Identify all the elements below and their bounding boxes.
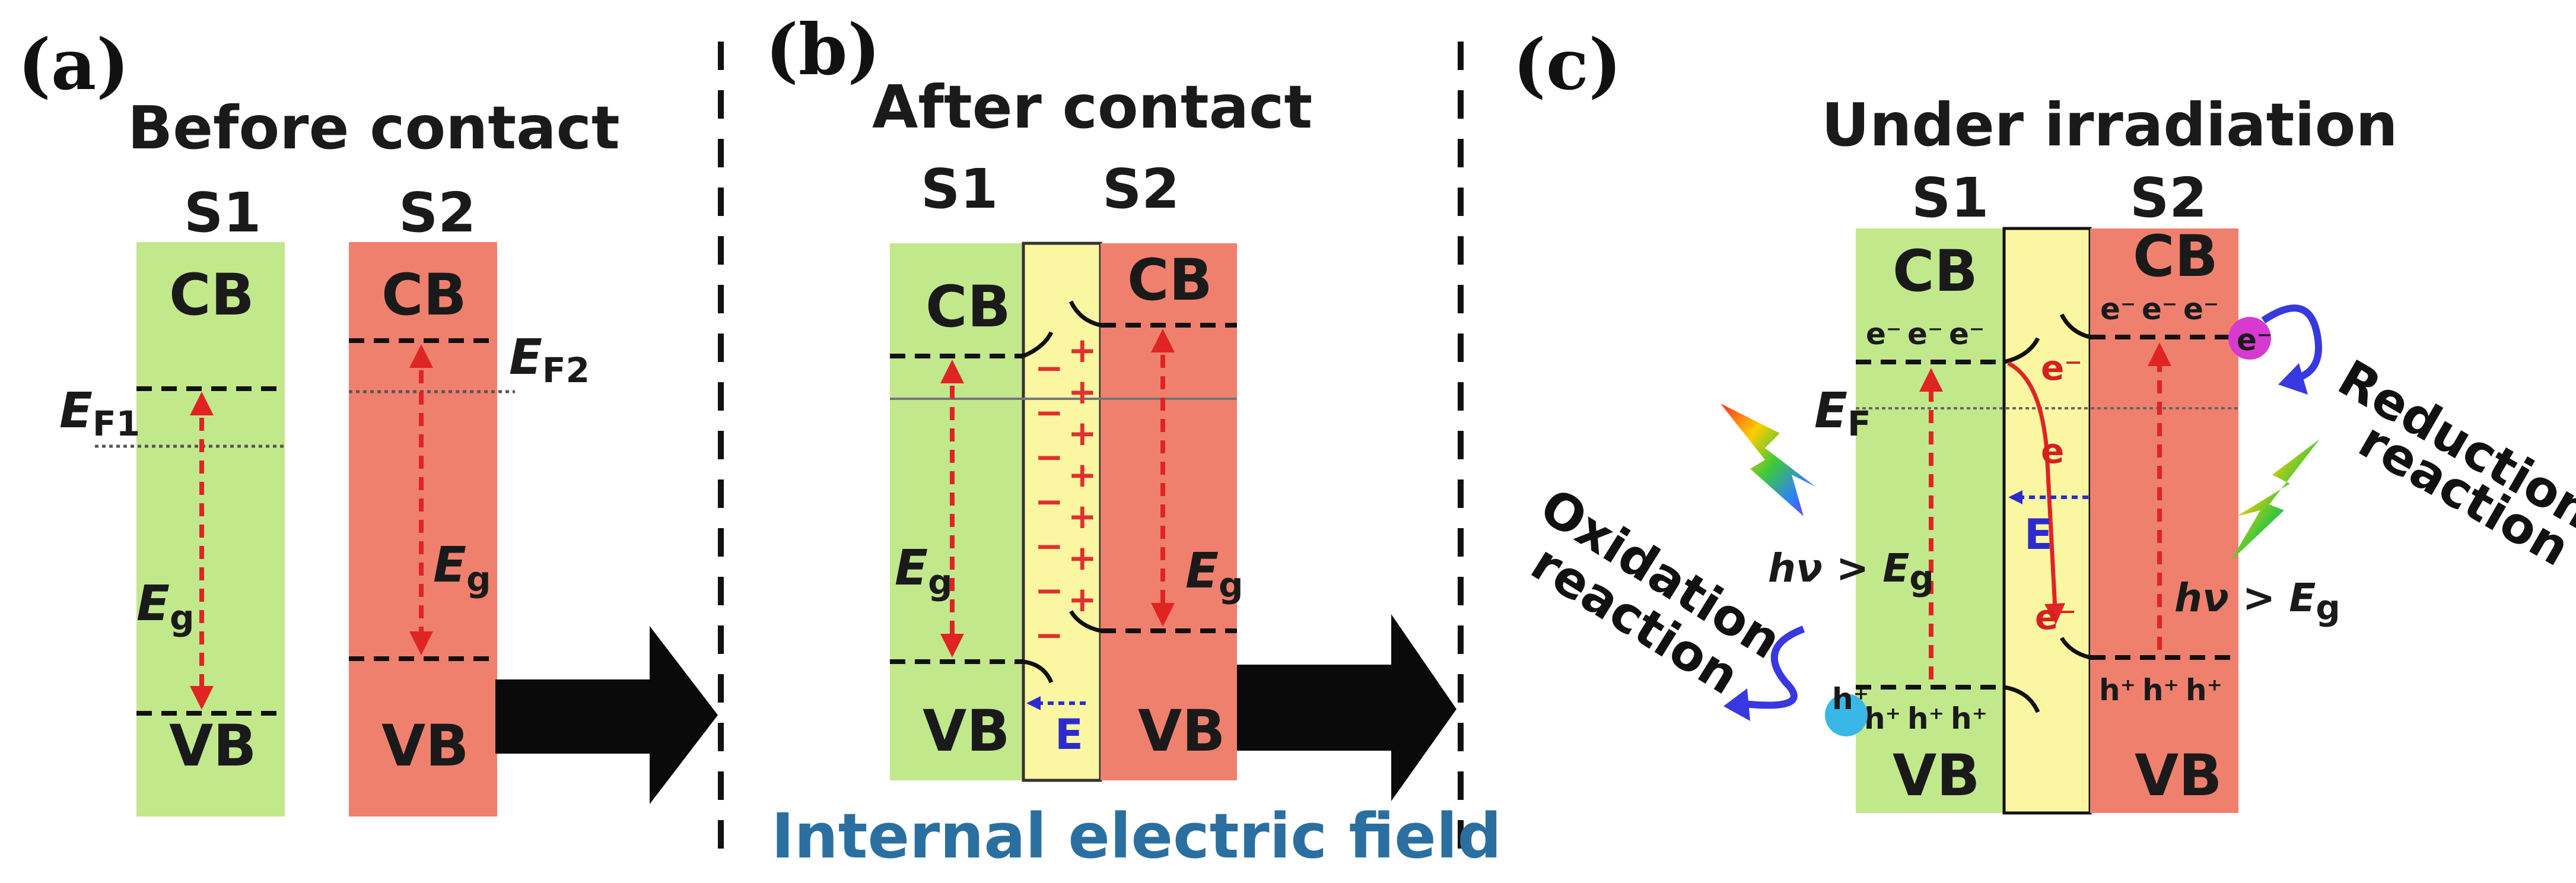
panel-a-s1-label: S1 [184, 181, 261, 244]
panel-b-s1-eg-label: Eg [895, 540, 953, 602]
panel-a-s2-vb: VB [381, 713, 469, 779]
panel-c-s1-cb: CB [1893, 238, 1978, 304]
panel-c-field-label: E [2024, 510, 2053, 559]
panel-c-hole-reactant [1825, 694, 1868, 736]
panel-b-field-label: E [1055, 710, 1083, 759]
panel-b-s2-cb-bend [1068, 300, 1101, 328]
panel-c-s2-hole: h⁺ [2186, 673, 2222, 707]
panel-c-s2-vb-bend [2059, 637, 2091, 660]
panel-b-s2-label: S2 [1102, 157, 1179, 221]
panel-c-s1-hole: h⁺ [1951, 701, 1987, 736]
panel-b-s2-eg-label: Eg [1185, 543, 1244, 605]
panel-c-s2-label: S2 [2130, 166, 2207, 230]
panel-c-junction [2002, 227, 2092, 815]
panel-c-s2-electron: e⁻ [2142, 292, 2177, 326]
panel-c-s2-vb: VB [2135, 742, 2222, 809]
panel-b-minus: − [1035, 481, 1064, 522]
panel-b-plus: + [1068, 579, 1097, 620]
panel-b-s1-vb: VB [923, 698, 1010, 764]
panel-b-minus: − [1035, 348, 1064, 388]
panel-a-s2-label: S2 [399, 181, 476, 244]
panel-a-title: Before contact [128, 93, 620, 163]
panel-c-s1-hole: h⁺ [1907, 701, 1944, 736]
panel-c-s1-vb-bend [2003, 685, 2040, 713]
panel-b-minus: − [1035, 570, 1064, 611]
panel-b-title: After contact [872, 72, 1312, 142]
panel-c-transfer-e1: e⁻ [2041, 348, 2082, 388]
panel-a-ef1-label: EF1 [59, 383, 140, 444]
panel-b-plus: + [1068, 413, 1097, 453]
panel-c-reduction-electron: e⁻ [2237, 323, 2272, 357]
panel-a-transition-arrow [495, 626, 718, 804]
panel-c-ef-label: EF [1814, 383, 1871, 444]
panel-c-s1-electron: e⁻ [1949, 317, 1985, 351]
panel-c-reduction-arrowhead-icon [2278, 363, 2308, 395]
panel-c-oxidation-hole: h⁺ [1832, 682, 1869, 716]
panel-c-oxidation-curved-arrow-icon [1738, 625, 1805, 709]
panel-c-s2-cb-bend [2059, 313, 2091, 339]
panel-b-s2-vb: VB [1138, 698, 1225, 764]
panel-b-tag: (b) [765, 8, 880, 91]
panel-b-plus: + [1068, 371, 1097, 412]
panel-c-left-photon-label: hν > Eg [1768, 545, 1934, 598]
panel-b: (b) After contact S1 S2 CB CB VB VB − − … [765, 8, 1502, 872]
panel-b-plus: + [1068, 330, 1097, 370]
panel-a-s2-cb: CB [381, 262, 467, 328]
panel-c-s1-electron: e⁻ [1907, 317, 1943, 351]
panel-b-s2-cb: CB [1127, 247, 1213, 313]
panel-b-s1-vb-bend [1023, 659, 1054, 684]
panel-c-transfer-arrow [2007, 361, 2066, 624]
panel-c: (c) Under irradiation S1 S2 CB CB VB VB … [1513, 23, 2576, 815]
panel-c-title: Under irradiation [1821, 90, 2398, 160]
panel-c-right-photon-label: hν > Eg [2174, 575, 2340, 628]
panel-c-s2-hole: h⁺ [2099, 673, 2136, 707]
panel-c-s1-electron: e⁻ [1866, 317, 1901, 351]
panel-a-s1-eg-label: Eg [136, 576, 195, 638]
panel-b-s1-cb: CB [926, 274, 1011, 340]
panel-c-s2-band [2090, 228, 2238, 813]
panel-c-s1-vb: VB [1893, 742, 1980, 809]
panel-b-minus: − [1035, 392, 1064, 433]
panel-a: (a) Before contact S1 S2 CB CB VB VB EF1… [18, 23, 718, 817]
panel-c-right-light-bolt-icon [2231, 439, 2320, 561]
panel-b-s2-vb-bend [1068, 610, 1101, 633]
panel-a-ef2-label: EF2 [509, 329, 590, 390]
panel-b-plus: + [1068, 538, 1097, 578]
panel-c-s2-cb: CB [2133, 223, 2218, 290]
panel-b-s1-label: S1 [921, 157, 998, 221]
panel-b-charges: − − − − − − − + + + + + + + [1035, 330, 1097, 655]
panel-c-transfer-e3: e⁻ [2035, 597, 2076, 637]
panel-b-field-caption: Internal electric field [771, 800, 1502, 872]
panel-c-s1-hole: h⁺ [1864, 701, 1901, 736]
panel-c-s1-cb-bend [2003, 337, 2040, 364]
panel-c-transfer-e2: e [2041, 431, 2064, 471]
panel-a-s1-cb: CB [169, 262, 255, 328]
panel-c-electron-reactant [2228, 317, 2271, 360]
panel-c-s1-label: S1 [1912, 166, 1989, 230]
panel-b-transition-arrow [1237, 614, 1456, 801]
panel-c-left-light-bolt-icon [1720, 404, 1815, 516]
panel-c-s2-electron: e⁻ [2100, 292, 2136, 326]
panel-b-minus: − [1035, 437, 1064, 477]
panel-c-s2-hole: h⁺ [2142, 673, 2179, 707]
panel-c-reduction-curved-arrow-icon [2261, 304, 2322, 383]
panel-a-s1-vb: VB [169, 713, 256, 779]
panel-a-s2-eg-label: Eg [433, 537, 491, 599]
panel-c-s2-electron: e⁻ [2183, 292, 2219, 326]
panel-b-plus: + [1068, 496, 1097, 536]
panel-b-s1-cb-bend [1022, 331, 1054, 358]
panel-c-oxidation-arrowhead-icon [1723, 688, 1750, 721]
panel-c-tag: (c) [1513, 23, 1622, 106]
panel-b-minus: − [1035, 615, 1064, 655]
panel-b-minus: − [1035, 526, 1064, 566]
panel-b-plus: + [1068, 455, 1097, 495]
panel-a-tag: (a) [18, 23, 129, 106]
